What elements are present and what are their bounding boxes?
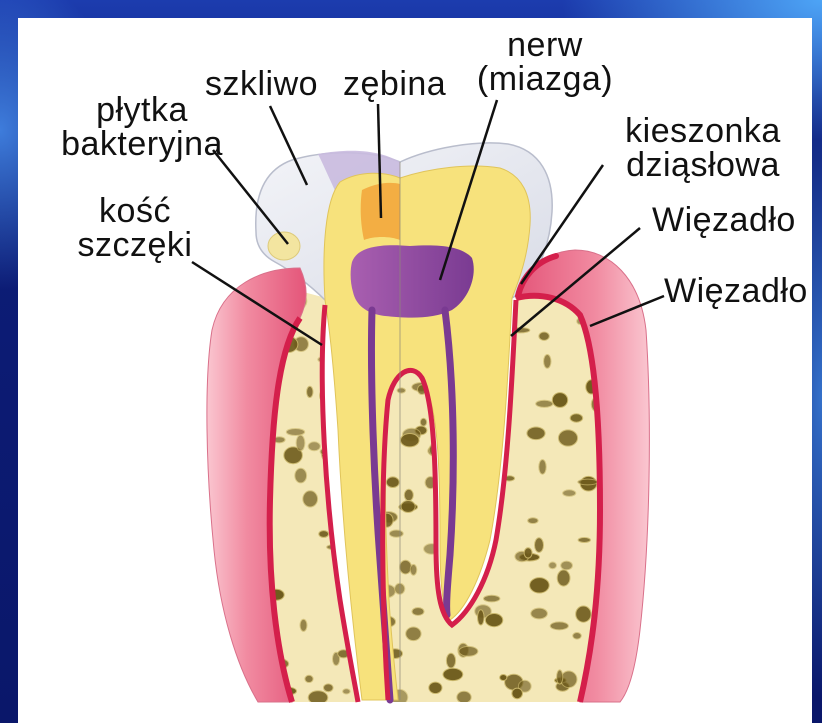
label-kieszonka-dziaslowa: kieszonka dziąsłowa [618, 114, 788, 182]
label-nerw: nerw (miazga) [470, 28, 620, 96]
label-wiezadlo-lower-text: Więzadło [664, 274, 808, 308]
label-kieszonka-dziaslowa-line-1: kieszonka [618, 114, 788, 148]
label-kosc-szczeki-line-1: kość [60, 194, 210, 228]
label-plytka-bakteryjna: płytka bakteryjna [52, 93, 232, 161]
label-zebina-text: zębina [343, 67, 446, 101]
label-nerw-line-1: nerw [470, 28, 620, 62]
label-plytka-bakteryjna-line-1: płytka [52, 93, 232, 127]
label-kieszonka-dziaslowa-line-2: dziąsłowa [618, 148, 788, 182]
label-wiezadlo-upper: Więzadło [652, 203, 796, 237]
label-kosc-szczeki-line-2: szczęki [60, 228, 210, 262]
label-wiezadlo-lower: Więzadło [664, 274, 808, 308]
label-zebina: zębina [343, 67, 446, 101]
label-kosc-szczeki: kość szczęki [60, 194, 210, 262]
label-plytka-bakteryjna-line-2: bakteryjna [52, 127, 232, 161]
label-wiezadlo-upper-text: Więzadło [652, 203, 796, 237]
label-nerw-line-2: (miazga) [470, 62, 620, 96]
